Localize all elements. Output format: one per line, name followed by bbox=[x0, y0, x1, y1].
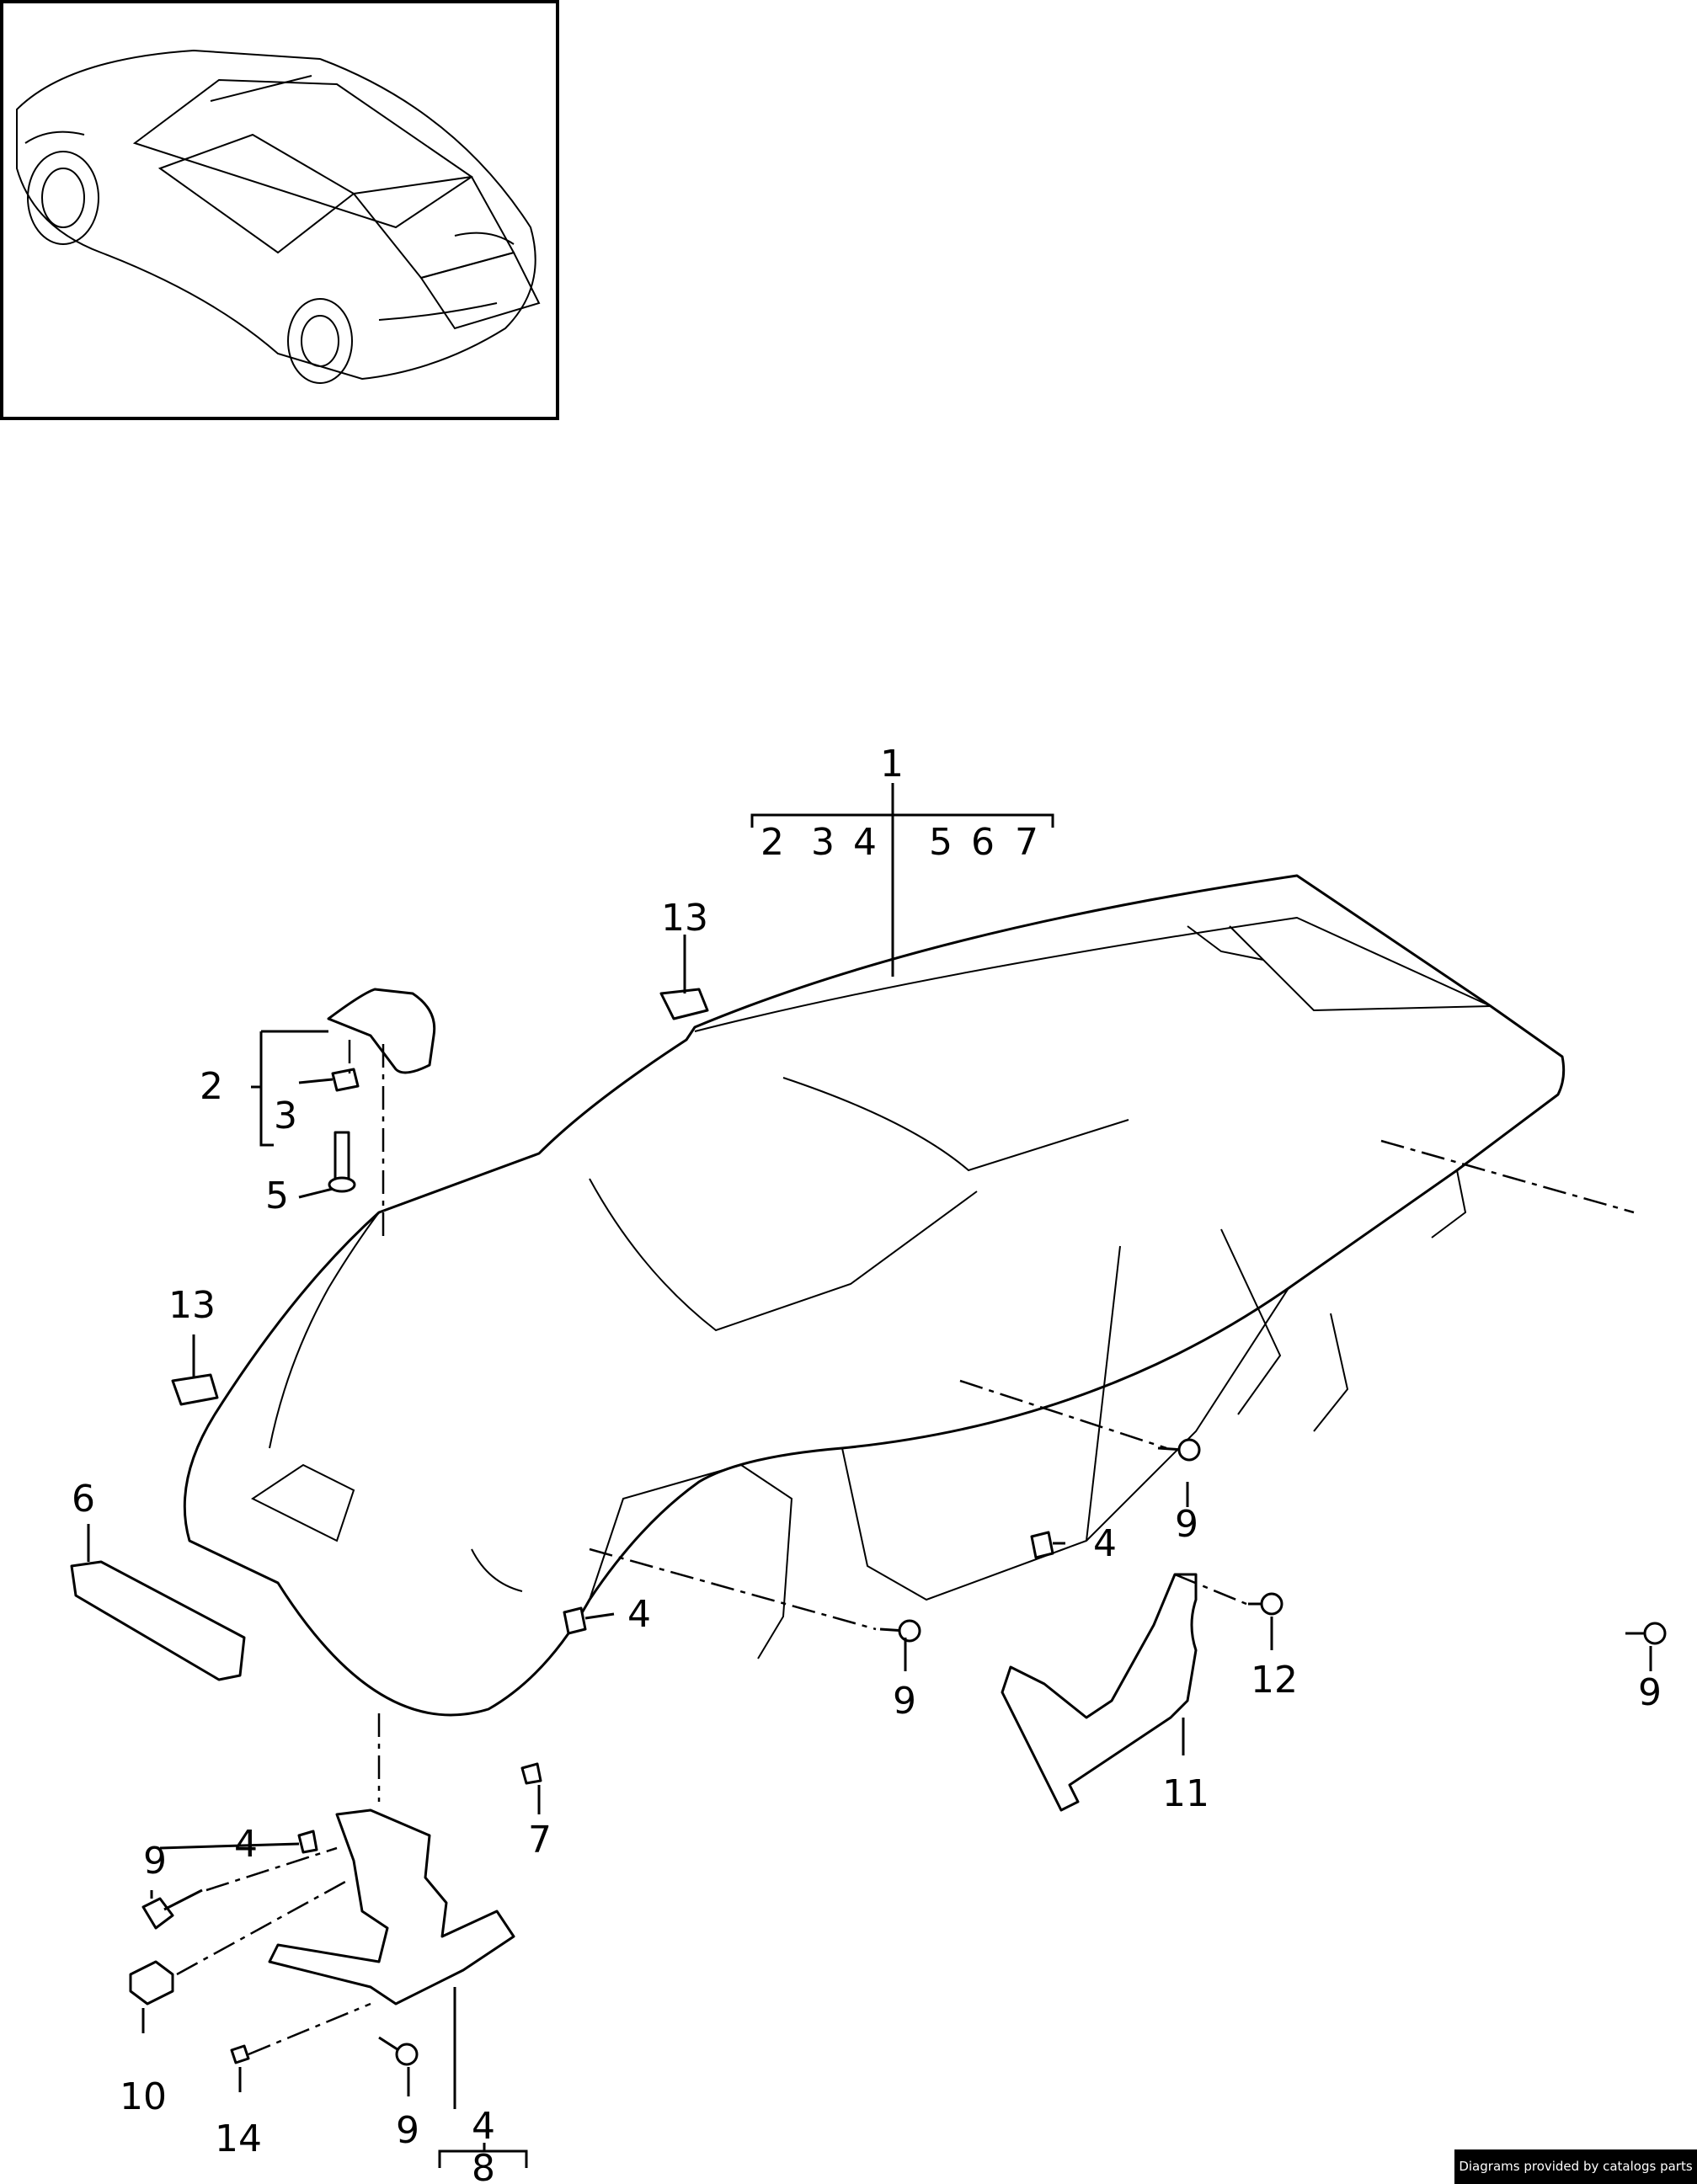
dashboard-panel bbox=[183, 874, 1566, 1717]
bolt-part-9-right bbox=[1625, 1622, 1667, 1645]
callout-4-right: 4 bbox=[1093, 1522, 1117, 1565]
clip-part-14 bbox=[230, 2044, 250, 2064]
vehicle-thumbnail bbox=[0, 0, 559, 420]
callout-12: 12 bbox=[1251, 1659, 1298, 1702]
bolt-part-9-lower bbox=[879, 1619, 921, 1643]
callout-8: 8 bbox=[472, 2147, 495, 2184]
clip-part-3 bbox=[331, 1068, 360, 1092]
callout-9-right: 9 bbox=[1638, 1671, 1662, 1714]
credit-badge: Diagrams provided by catalogs parts bbox=[1454, 2149, 1697, 2184]
clip-part-4-c bbox=[297, 1830, 318, 1854]
clip-part-7 bbox=[520, 1762, 542, 1785]
callout-1-sub-2: 2 bbox=[760, 821, 784, 864]
trim-part-6 bbox=[70, 1560, 246, 1681]
bracket-part-8 bbox=[268, 1808, 515, 2006]
clip-part-13-lower bbox=[171, 1373, 219, 1406]
callout-9-middle: 9 bbox=[1175, 1503, 1198, 1546]
callout-6: 6 bbox=[72, 1478, 95, 1521]
callout-1-sub-3: 3 bbox=[811, 821, 835, 864]
connector-part-10 bbox=[129, 1960, 174, 2006]
callout-7: 7 bbox=[528, 1819, 552, 1862]
bolt-part-9-middle bbox=[1157, 1438, 1201, 1462]
bracket-part-11 bbox=[1001, 1573, 1198, 1812]
air-vent-part bbox=[327, 988, 436, 1074]
callout-1-sub-7: 7 bbox=[1015, 821, 1038, 864]
callout-1: 1 bbox=[880, 743, 904, 786]
installation-lines bbox=[176, 1040, 1635, 2056]
bolt-part-9-lower-left bbox=[141, 1888, 203, 1930]
callout-1-sub-5: 5 bbox=[929, 821, 953, 864]
callout-3: 3 bbox=[274, 1095, 297, 1137]
callout-1-sub-6: 6 bbox=[971, 821, 995, 864]
bolt-part-5 bbox=[328, 1131, 356, 1193]
callout-5: 5 bbox=[265, 1175, 289, 1217]
clip-part-13-upper bbox=[659, 988, 709, 1020]
callout-9-bottom: 9 bbox=[396, 2109, 419, 2152]
bolt-part-9-bottom bbox=[378, 2036, 419, 2066]
callout-9-left: 9 bbox=[143, 1840, 167, 1883]
callout-11: 11 bbox=[1162, 1772, 1209, 1815]
callout-4-middle: 4 bbox=[627, 1593, 651, 1636]
callout-10: 10 bbox=[120, 2075, 167, 2118]
bolt-part-12 bbox=[1248, 1592, 1283, 1616]
callout-9-lower: 9 bbox=[893, 1680, 916, 1723]
clip-part-4-b bbox=[563, 1606, 587, 1635]
callout-13-upper: 13 bbox=[661, 897, 708, 940]
callout-1-sub-4: 4 bbox=[853, 821, 877, 864]
clip-part-4-a bbox=[1030, 1531, 1054, 1559]
callout-4-left: 4 bbox=[234, 1823, 258, 1866]
callout-2: 2 bbox=[200, 1065, 223, 1108]
callout-4-group: 4 bbox=[472, 2105, 495, 2148]
callout-14: 14 bbox=[215, 2117, 262, 2160]
callout-13-lower: 13 bbox=[168, 1284, 216, 1327]
leader-lines bbox=[87, 783, 1652, 2168]
